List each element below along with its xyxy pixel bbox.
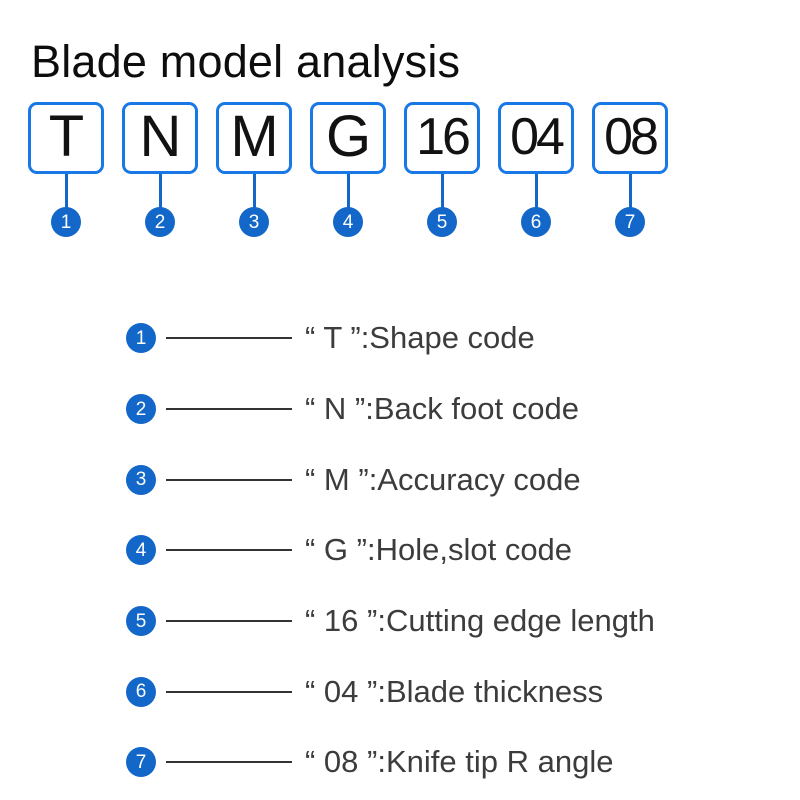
legend-row-3: 3 “ M ”:Accuracy code — [126, 444, 655, 515]
legend-number-badge-3: 3 — [126, 464, 156, 495]
code-number-badge-1: 1 — [51, 207, 81, 237]
legend-number-badge-1: 1 — [126, 323, 156, 354]
legend-row-5: 5 “ 16 ”:Cutting edge length — [126, 586, 655, 657]
legend-label-4: “ G ”:Hole,slot code — [305, 532, 573, 568]
legend-leader-line-3 — [166, 478, 292, 481]
page-title: Blade model analysis — [31, 36, 461, 87]
code-number-badge-5: 5 — [427, 207, 457, 237]
legend-label-2: “ N ”:Back foot code — [305, 391, 579, 427]
code-box-2[interactable]: N — [122, 102, 198, 174]
code-box-value: G — [325, 104, 371, 169]
code-box-3[interactable]: M — [216, 102, 292, 174]
legend-list: 1 “ T ”:Shape code 2 “ N ”:Back foot code 3 “… — [126, 303, 655, 798]
legend-label-7: “ 08 ”:Knife tip R angle — [305, 744, 614, 780]
connector-line-2 — [158, 174, 162, 208]
legend-leader-line-7 — [166, 761, 292, 764]
legend-label-1: “ T ”:Shape code — [305, 320, 535, 356]
legend-number-badge-7: 7 — [126, 747, 156, 778]
legend-number-badge-5: 5 — [126, 606, 156, 637]
code-box-4[interactable]: G — [310, 102, 386, 174]
code-number-badge-6: 6 — [521, 207, 551, 237]
code-box-5[interactable]: 16 — [404, 102, 480, 174]
code-box-value: 16 — [416, 108, 471, 166]
legend-number-badge-4: 4 — [126, 535, 156, 566]
legend-leader-line-5 — [166, 620, 292, 623]
legend-row-4: 4 “ G ”:Hole,slot code — [126, 515, 655, 586]
code-number-badge-3: 3 — [239, 207, 269, 237]
legend-leader-line-2 — [166, 408, 292, 411]
legend-label-5: “ 16 ”:Cutting edge length — [305, 603, 655, 639]
code-cell-5: 16 5 — [404, 102, 480, 248]
connector-line-7 — [628, 174, 632, 208]
code-box-value: 08 — [604, 108, 659, 166]
legend-row-1: 1 “ T ”:Shape code — [126, 303, 655, 374]
code-box-value: M — [230, 104, 278, 169]
legend-row-7: 7 “ 08 ”:Knife tip R angle — [126, 727, 655, 798]
code-number-badge-4: 4 — [333, 207, 363, 237]
legend-number-badge-2: 2 — [126, 394, 156, 425]
code-cell-7: 08 7 — [592, 102, 668, 248]
code-box-value: N — [139, 104, 182, 169]
code-box-6[interactable]: 04 — [498, 102, 574, 174]
connector-line-4 — [346, 174, 350, 208]
legend-leader-line-6 — [166, 690, 292, 693]
connector-line-6 — [534, 174, 538, 208]
legend-row-2: 2 “ N ”:Back foot code — [126, 374, 655, 445]
code-number-badge-7: 7 — [615, 207, 645, 237]
code-box-value: T — [48, 104, 84, 169]
legend-leader-line-1 — [166, 337, 292, 340]
legend-row-6: 6 “ 04 ”:Blade thickness — [126, 656, 655, 727]
connector-line-5 — [440, 174, 444, 208]
code-cell-6: 04 6 — [498, 102, 574, 248]
legend-label-3: “ M ”:Accuracy code — [305, 461, 581, 497]
legend-label-6: “ 04 ”:Blade thickness — [305, 673, 604, 709]
code-box-7[interactable]: 08 — [592, 102, 668, 174]
code-number-badge-2: 2 — [145, 207, 175, 237]
code-box-1[interactable]: T — [28, 102, 104, 174]
connector-line-3 — [252, 174, 256, 208]
code-box-value: 04 — [510, 108, 565, 166]
connector-line-1 — [64, 174, 68, 208]
legend-number-badge-6: 6 — [126, 676, 156, 707]
legend-leader-line-4 — [166, 549, 292, 552]
